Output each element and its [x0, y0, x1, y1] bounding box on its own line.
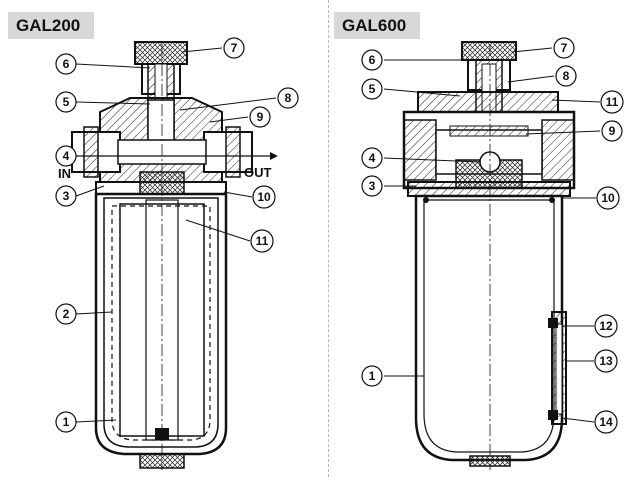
svg-text:1: 1	[369, 369, 376, 383]
gal600-panel: GAL600	[330, 0, 636, 477]
outlet-label: OUT	[244, 165, 272, 180]
svg-text:8: 8	[563, 69, 570, 83]
callout-5: 5	[55, 91, 77, 113]
inlet-label: IN	[58, 166, 71, 181]
svg-text:9: 9	[257, 110, 264, 124]
gal600-leaders	[383, 47, 601, 423]
gal200-leaders	[75, 47, 277, 423]
svg-text:11: 11	[606, 95, 619, 109]
gal600-bowl	[414, 44, 564, 470]
gal600-body	[402, 91, 576, 197]
gal200-bowl	[94, 44, 228, 470]
gal600-title: GAL600	[334, 12, 420, 39]
svg-text:10: 10	[257, 190, 271, 204]
svg-text:8: 8	[285, 91, 292, 105]
callout-2: 2	[55, 303, 77, 325]
svg-text:6: 6	[369, 53, 376, 67]
svg-text:5: 5	[63, 95, 70, 109]
callout-11: 11	[600, 90, 624, 114]
callout-9: 9	[601, 120, 623, 142]
svg-text:9: 9	[609, 124, 616, 138]
callout-14: 14	[594, 410, 618, 434]
gal600-drawing: 6 7 5 8 11 9 4 3 10 12 13 1 14	[361, 37, 624, 470]
gal200-title: GAL200	[8, 12, 94, 39]
gal200-drawing: IN OUT 6 7 5 8 9 4 3 10 11	[55, 37, 299, 470]
svg-text:7: 7	[231, 41, 238, 55]
callout-7: 7	[553, 37, 575, 59]
svg-text:4: 4	[369, 151, 376, 165]
svg-text:11: 11	[256, 234, 269, 248]
callout-13: 13	[594, 349, 618, 373]
callout-9: 9	[249, 106, 271, 128]
callout-4: 4	[55, 145, 77, 167]
callout-6: 6	[55, 53, 77, 75]
gal200-callouts: 6 7 5 8 9 4 3 10 11 2 1	[55, 37, 299, 433]
callout-6: 6	[361, 49, 383, 71]
svg-text:4: 4	[63, 149, 70, 163]
svg-text:10: 10	[601, 191, 615, 205]
callout-11: 11	[250, 229, 274, 253]
callout-1: 1	[361, 365, 383, 387]
svg-text:6: 6	[63, 57, 70, 71]
callout-3: 3	[361, 175, 383, 197]
svg-text:2: 2	[63, 307, 70, 321]
gal600-sight-glass	[548, 311, 567, 425]
gal200-body	[71, 97, 253, 219]
callout-1: 1	[55, 411, 77, 433]
callout-12: 12	[594, 314, 618, 338]
callout-8: 8	[555, 65, 577, 87]
callout-3: 3	[55, 185, 77, 207]
callout-7: 7	[223, 37, 245, 59]
callout-8: 8	[277, 87, 299, 109]
callout-10: 10	[252, 185, 276, 209]
svg-text:3: 3	[63, 189, 70, 203]
svg-text:5: 5	[369, 82, 376, 96]
svg-text:12: 12	[599, 319, 613, 333]
svg-text:14: 14	[599, 415, 613, 429]
callout-4: 4	[361, 147, 383, 169]
gal200-panel: GAL200	[8, 12, 299, 470]
callout-5: 5	[361, 78, 383, 100]
panel-divider	[328, 0, 329, 477]
svg-text:13: 13	[599, 354, 613, 368]
svg-text:7: 7	[561, 41, 568, 55]
gal600-callouts: 6 7 5 8 11 9 4 3 10 12 13 1 14	[361, 37, 624, 434]
svg-text:3: 3	[369, 179, 376, 193]
svg-text:1: 1	[63, 415, 70, 429]
callout-10: 10	[596, 186, 620, 210]
gal200-flow-arrow: IN OUT	[58, 152, 278, 181]
